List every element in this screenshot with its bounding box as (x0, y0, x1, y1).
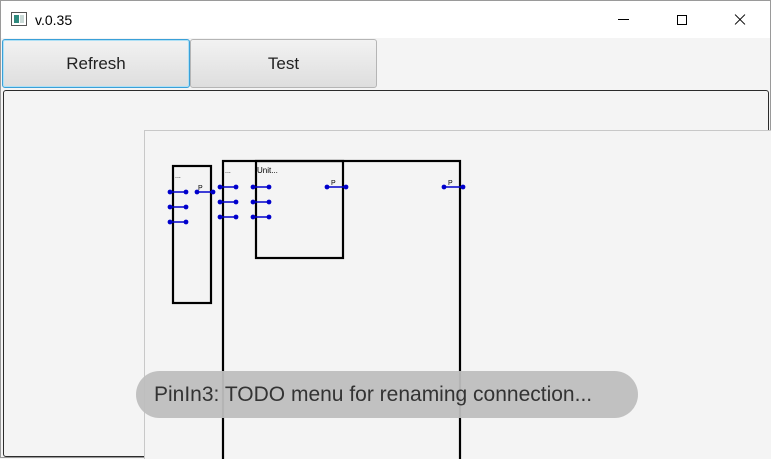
pin-label: P (331, 180, 336, 187)
pin-label: P (198, 185, 203, 192)
container-block-label: ... (225, 168, 231, 175)
notification-toast: PinIn3: TODO menu for renaming connectio… (136, 371, 638, 418)
left-block-label: ... (175, 173, 181, 180)
unit-block-label: Unit... (257, 166, 278, 175)
pin-label: P (448, 180, 453, 187)
